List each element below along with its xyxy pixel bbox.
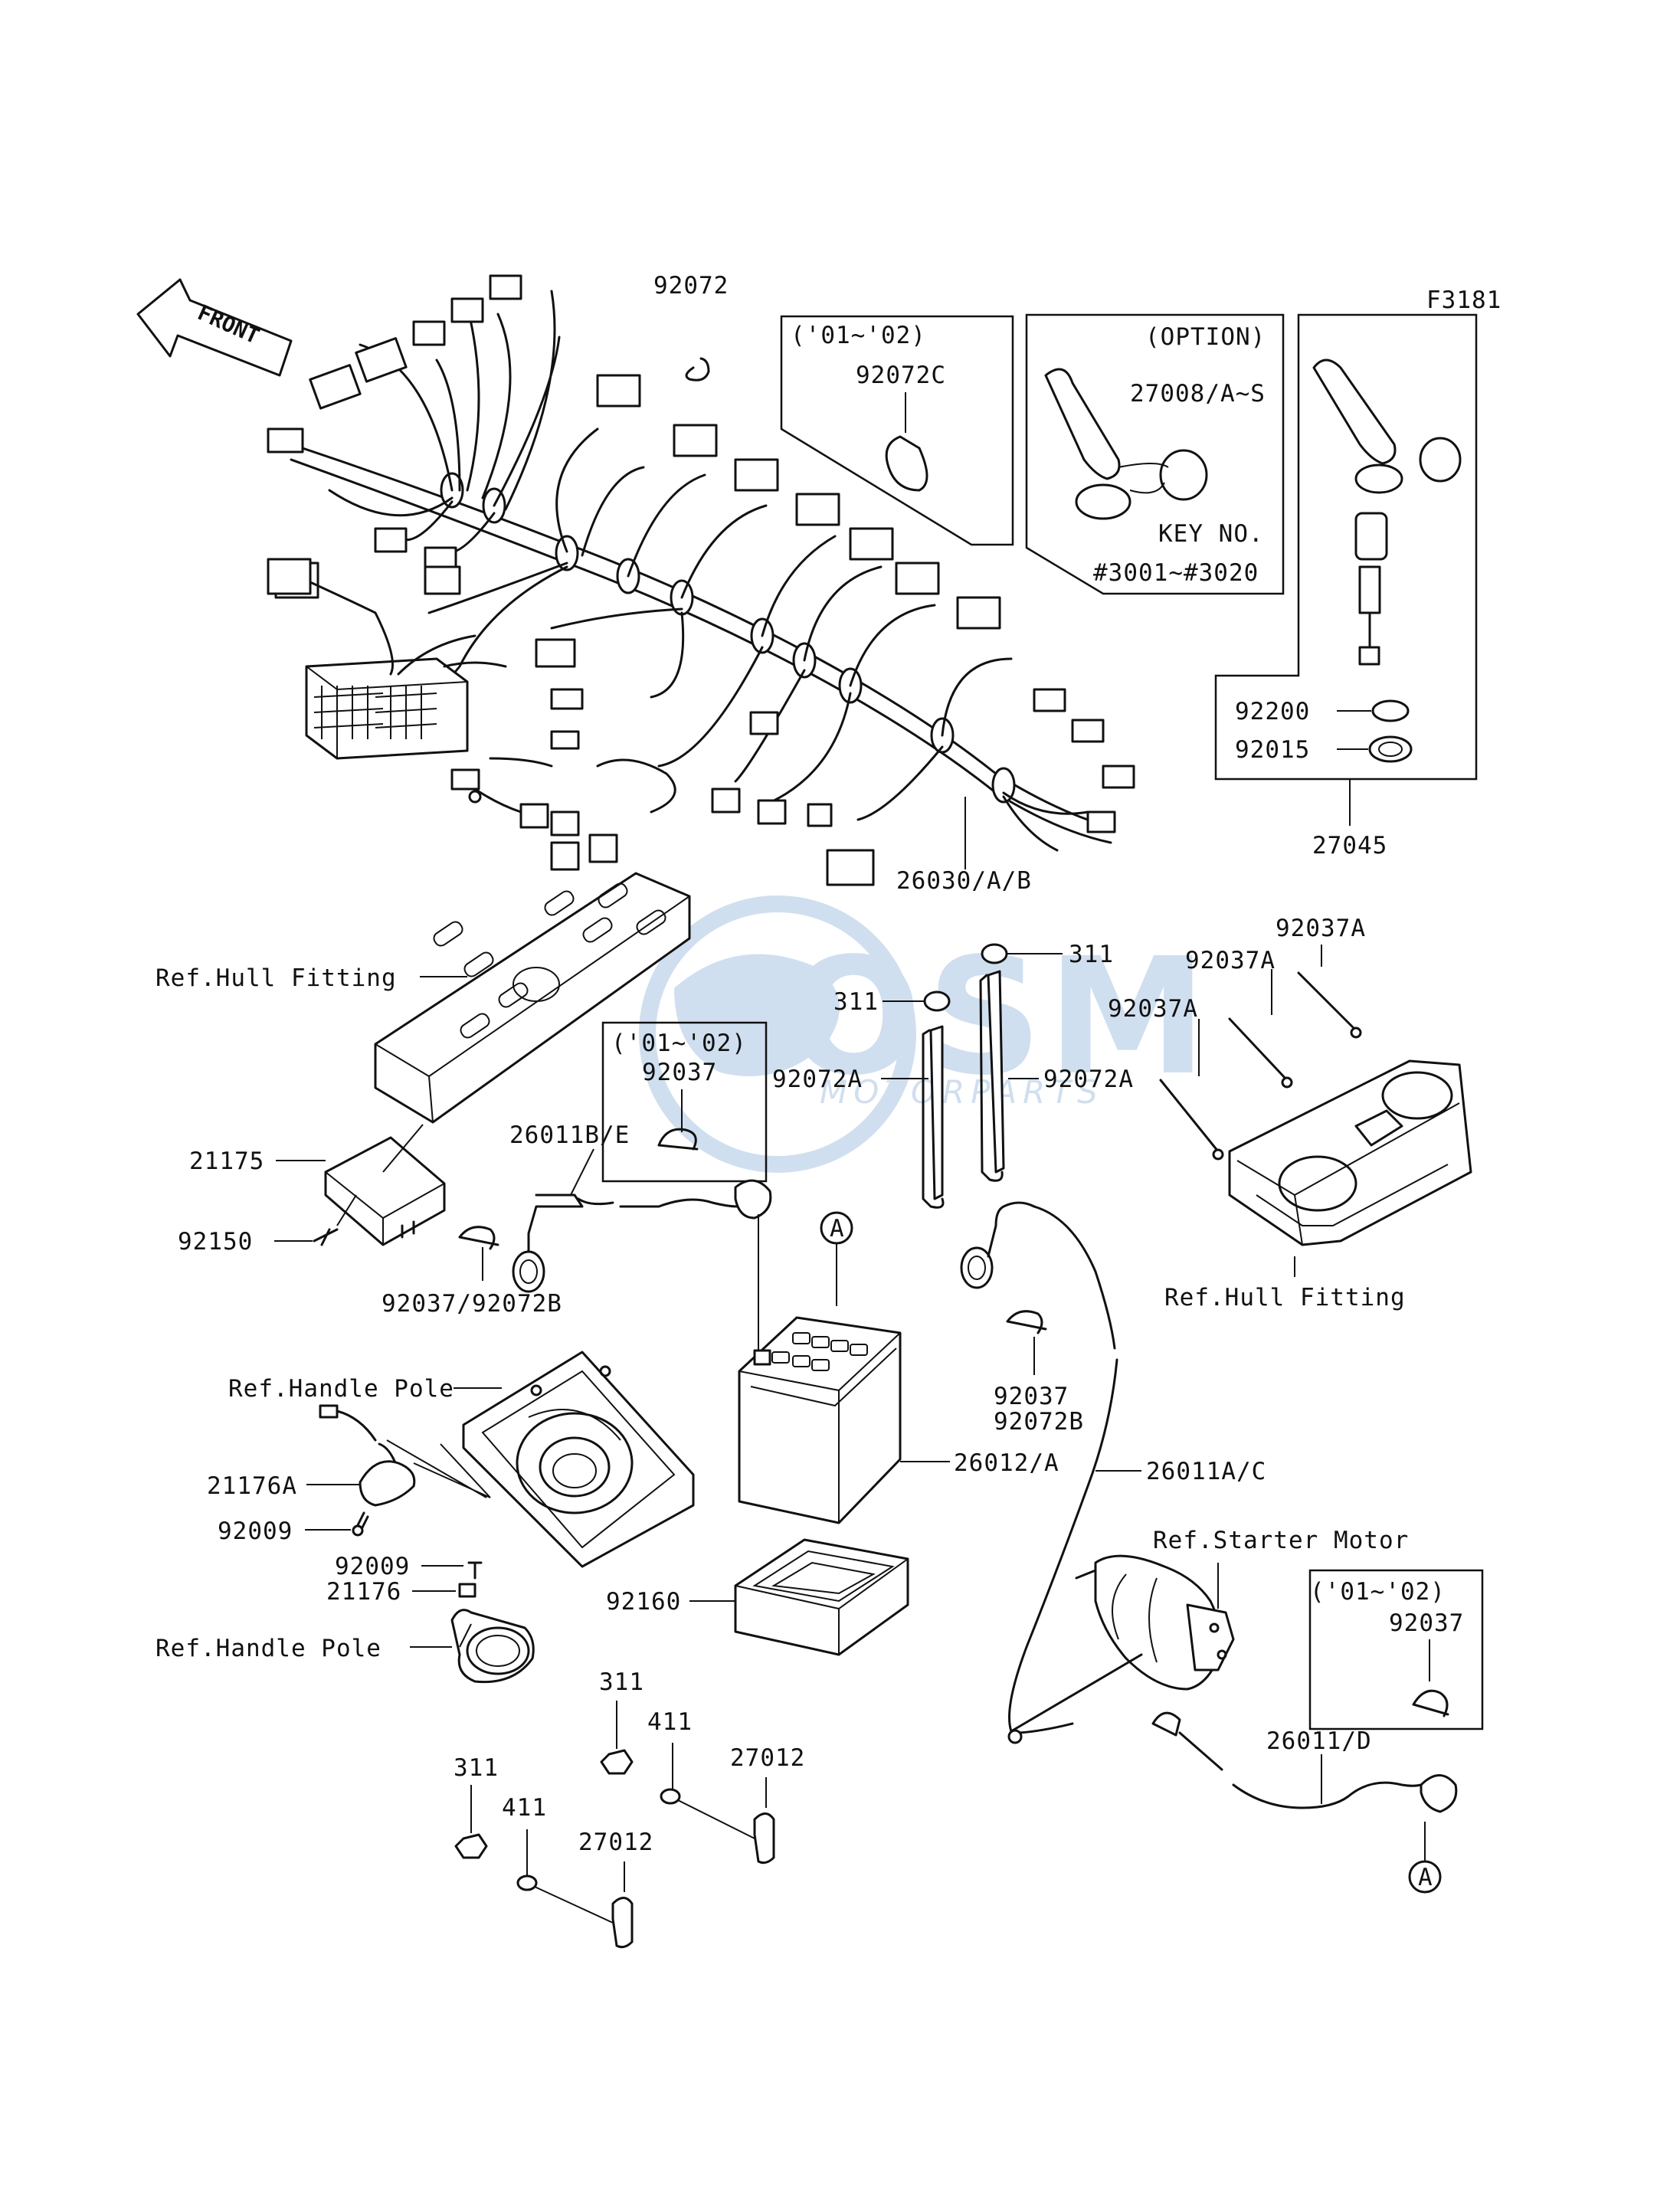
magnet-plate (450, 1609, 535, 1684)
fastener-group-a (600, 1701, 775, 1865)
bolt-92150 (274, 1194, 357, 1246)
cdi-unit (324, 1124, 446, 1246)
label-ref-handle-pole-2: Ref.Handle Pole (156, 1635, 382, 1662)
svg-text:('01~'02): ('01~'02) (791, 322, 926, 349)
label-26012a: 26012/A (954, 1449, 1059, 1477)
svg-text:A: A (830, 1215, 845, 1243)
nut-311-a (981, 943, 1008, 964)
svg-text:A: A (1418, 1864, 1433, 1891)
sensor-21176a (319, 1404, 491, 1507)
label-311-a: 311 (1069, 941, 1114, 968)
cable-26011ac (960, 1201, 1141, 1744)
nut-92015 (1368, 735, 1413, 763)
handle-pole-plate (462, 1351, 695, 1568)
label-92037a-2: 92037A (1185, 947, 1276, 974)
label-27012-a: 27012 (730, 1744, 805, 1772)
cover-plate (374, 872, 691, 1124)
label-311-d: 311 (454, 1754, 499, 1782)
clip-92072: 92072 (653, 272, 729, 381)
label-92150: 92150 (178, 1228, 253, 1256)
label-92072a-right: 92072A (1043, 1066, 1134, 1093)
svg-text:92037: 92037 (642, 1059, 717, 1086)
label-311-b: 311 (833, 988, 879, 1016)
screw-92009-b (467, 1561, 483, 1580)
label-21176a: 21176A (207, 1472, 297, 1500)
strap-92072a-left (922, 990, 951, 1209)
circle-a-bottom: A (1408, 1822, 1442, 1894)
label-21176: 21176 (326, 1578, 401, 1606)
label-92009-b: 92009 (335, 1553, 410, 1580)
watermark-sub: MOTORPARTS (820, 1073, 1104, 1111)
note-box-27045: 92200 92015 27045 (1214, 313, 1478, 859)
washer-92200 (1371, 699, 1410, 722)
label-ref-hull-fitting-2: Ref.Hull Fitting (1164, 1284, 1406, 1311)
label-92072b-b: 92072B (994, 1408, 1084, 1436)
svg-text:(OPTION): (OPTION) (1145, 323, 1266, 351)
label-ref-hull-fitting-1: Ref.Hull Fitting (156, 964, 397, 992)
label-ref-starter-motor: Ref.Starter Motor (1153, 1527, 1409, 1554)
battery-tray-92160 (734, 1538, 909, 1656)
main-harness (267, 274, 1135, 886)
label-92072: 92072 (653, 272, 729, 300)
label-92072a-left: 92072A (772, 1066, 863, 1093)
nut-311-b (923, 990, 951, 1012)
bolts-92037a (1159, 971, 1362, 1161)
label-21175: 21175 (189, 1148, 264, 1175)
cable-26011be (512, 1148, 772, 1293)
label-26011be: 26011B/E (509, 1121, 630, 1149)
svg-text:92037: 92037 (1389, 1609, 1464, 1637)
svg-text:27008/A~S: 27008/A~S (1130, 380, 1266, 408)
note-box-92037-b: ('01~'02) 92037 (1308, 1569, 1484, 1730)
label-92037-b: 92037 (994, 1383, 1069, 1410)
strap-92072a-right (979, 943, 1008, 1182)
label-92009-a: 92009 (218, 1518, 293, 1545)
svg-text:('01~'02): ('01~'02) (1310, 1578, 1446, 1606)
label-411-a: 411 (647, 1708, 693, 1736)
fuse-box (267, 558, 507, 760)
front-arrow-icon: FRONT (136, 278, 293, 377)
svg-text:('01~'02): ('01~'02) (611, 1030, 747, 1057)
svg-text:92072C: 92072C (856, 362, 946, 389)
label-27045: 27045 (1312, 832, 1387, 859)
label-92037-92072b: 92037/92072B (382, 1290, 562, 1318)
screw-92009-a (352, 1511, 369, 1537)
label-26011ac: 26011A/C (1146, 1458, 1266, 1485)
label-92160: 92160 (606, 1588, 681, 1616)
figure-code: F3181 (1426, 286, 1502, 314)
label-26011d: 26011/D (1266, 1727, 1372, 1755)
starter-motor (1010, 1554, 1235, 1733)
hull-fitting-cover (1228, 1059, 1472, 1246)
label-311-c: 311 (599, 1668, 644, 1696)
clip-92037-92072b-b (1006, 1310, 1047, 1334)
fastener-group-b (454, 1785, 634, 1949)
label-26030: 26030/A/B (896, 867, 1032, 895)
note-box-92072c: ('01~'02) 92072C (780, 315, 1014, 546)
cable-26011d (1151, 1711, 1458, 1813)
circle-a-top: A (820, 1211, 853, 1306)
sensor-21176 (458, 1583, 476, 1598)
note-box-option-key: (OPTION) 27008/A~S KEY NO. #3001~#3020 (1025, 313, 1285, 595)
label-411-b: 411 (502, 1794, 547, 1822)
label-ref-handle-pole-1: Ref.Handle Pole (228, 1375, 454, 1403)
clip-92037-92072b (458, 1226, 499, 1250)
key-fob-icon (1044, 368, 1208, 520)
note-box-92037-a: ('01~'02) 92037 (601, 1021, 768, 1183)
label-92037a-1: 92037A (1276, 915, 1366, 942)
key-switch-icon (1312, 359, 1462, 666)
label-92200: 92200 (1235, 698, 1310, 725)
label-27012-b: 27012 (578, 1829, 653, 1856)
label-92037a-3: 92037A (1108, 995, 1198, 1023)
svg-text:#3001~#3020: #3001~#3020 (1093, 559, 1259, 587)
label-92015: 92015 (1235, 736, 1310, 764)
battery-26012a (738, 1214, 902, 1524)
svg-text:KEY NO.: KEY NO. (1158, 520, 1264, 548)
